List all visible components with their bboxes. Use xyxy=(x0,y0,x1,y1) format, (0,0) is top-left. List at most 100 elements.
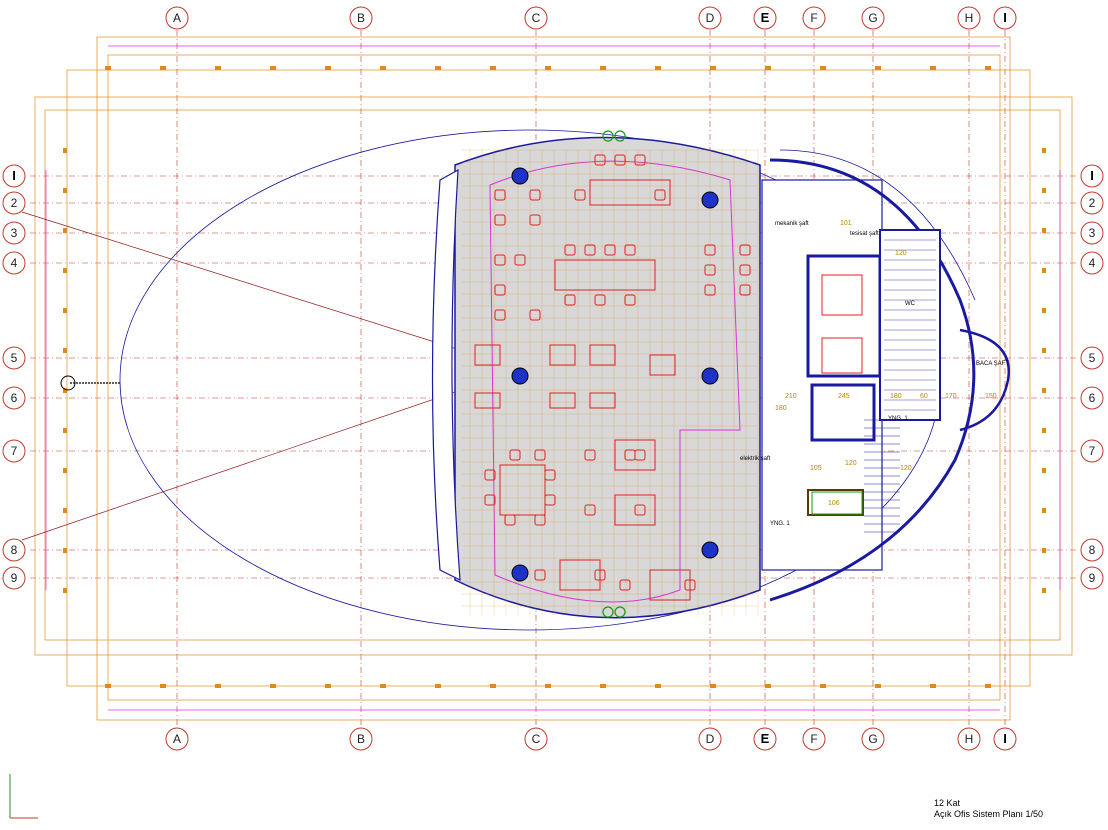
grid-bubble-label: H xyxy=(965,732,974,746)
chair xyxy=(584,504,596,516)
dimension-tick xyxy=(435,684,441,688)
grid-bubble-row xyxy=(1080,251,1104,275)
dimension-tick xyxy=(215,66,221,70)
chair xyxy=(594,154,606,166)
dimension-tick xyxy=(63,188,67,193)
grid-bubble-col xyxy=(524,727,548,751)
dimension-tick xyxy=(600,684,606,688)
grid-bubble-label: I xyxy=(12,168,16,183)
chair xyxy=(619,579,631,591)
dimension-label: 150 xyxy=(985,393,997,400)
dimension-tick xyxy=(1042,308,1046,313)
table xyxy=(589,392,616,409)
grid-bubble-row xyxy=(1080,346,1104,370)
structural-columns xyxy=(511,167,719,582)
chair xyxy=(494,284,506,296)
label-elektrik: elektrik şaft xyxy=(740,456,771,462)
dimension-tick xyxy=(63,588,67,593)
label-yangin-2: YNG. 1 xyxy=(770,521,790,527)
grid-bubble-label: B xyxy=(357,11,365,25)
grid-bubble-col xyxy=(861,6,885,30)
grid-bubble-row xyxy=(2,538,26,562)
structural-column xyxy=(511,367,529,385)
dimension-tick xyxy=(820,66,826,70)
grid-bubble-row xyxy=(2,191,26,215)
grid-bubble-col xyxy=(698,727,722,751)
chair xyxy=(564,244,576,256)
grid-bubble-col xyxy=(993,6,1017,30)
dimension-label: 170 xyxy=(945,393,957,400)
dimension-tick xyxy=(325,66,331,70)
grid-bubble-col xyxy=(165,6,189,30)
grid-bubble-label: D xyxy=(706,732,715,746)
chair xyxy=(544,469,556,481)
grid-bubble-label: C xyxy=(532,11,541,25)
table xyxy=(614,494,656,526)
title-line-2: Açık Ofis Sistem Planı 1/50 xyxy=(934,809,1044,819)
table xyxy=(614,439,656,471)
label-mekanik: mekanik şaft xyxy=(775,221,809,227)
dimension-tick xyxy=(270,684,276,688)
dimension-tick xyxy=(765,66,771,70)
grid-bubble-label: 6 xyxy=(11,391,18,405)
dimension-tick xyxy=(1042,468,1046,473)
dimension-tick xyxy=(270,66,276,70)
dimension-tick xyxy=(1042,348,1046,353)
dimension-tick xyxy=(820,684,826,688)
grid-bubble-label: E xyxy=(761,731,770,746)
dimension-tick xyxy=(380,684,386,688)
dimension-label: 120 xyxy=(895,250,907,257)
chair xyxy=(594,569,606,581)
floor-plate xyxy=(454,136,761,619)
table xyxy=(499,464,546,516)
dimension-tick xyxy=(710,66,716,70)
inner-boundary xyxy=(489,160,741,603)
grid-bubble-col xyxy=(698,6,722,30)
chair xyxy=(534,569,546,581)
grid-bubble-col xyxy=(753,6,777,30)
grid-bubble-col xyxy=(957,727,981,751)
stair-box xyxy=(811,491,863,515)
dimension-label: 101 xyxy=(840,220,852,227)
chair xyxy=(484,469,496,481)
chair xyxy=(534,449,546,461)
grid-bubble-label: D xyxy=(706,11,715,25)
chair xyxy=(529,189,541,201)
dimension-tick xyxy=(655,66,661,70)
chair xyxy=(544,494,556,506)
dimension-tick xyxy=(63,148,67,153)
dimension-tick xyxy=(63,508,67,513)
plant xyxy=(614,130,626,142)
chair xyxy=(634,154,646,166)
dimension-tick xyxy=(930,66,936,70)
grid-bubble-col xyxy=(165,727,189,751)
grid-bubble-label: 9 xyxy=(1089,571,1096,585)
grid-bubble-label: H xyxy=(965,11,974,25)
chair xyxy=(704,284,716,296)
chair xyxy=(614,154,626,166)
grid-bubble-col xyxy=(957,6,981,30)
dimension-tick xyxy=(985,66,991,70)
grid-bubble-row xyxy=(1080,538,1104,562)
grid-bubble-label: 8 xyxy=(1089,543,1096,557)
grid-bubble-label: E xyxy=(761,10,770,25)
chair xyxy=(509,449,521,461)
construction-line xyxy=(21,211,461,351)
dimension-tick xyxy=(1042,388,1046,393)
dimension-tick xyxy=(1042,588,1046,593)
dimension-frame xyxy=(34,96,1073,656)
dimension-label: 60 xyxy=(920,393,928,400)
table xyxy=(554,259,656,291)
grid-bubble-row xyxy=(2,221,26,245)
grid-bubble-row xyxy=(2,439,26,463)
left-facade xyxy=(431,168,461,582)
grid-bubble-label: F xyxy=(810,732,817,746)
table xyxy=(589,344,616,366)
dimension-tick xyxy=(1042,508,1046,513)
dimension-tick xyxy=(63,348,67,353)
dimension-tick xyxy=(710,684,716,688)
